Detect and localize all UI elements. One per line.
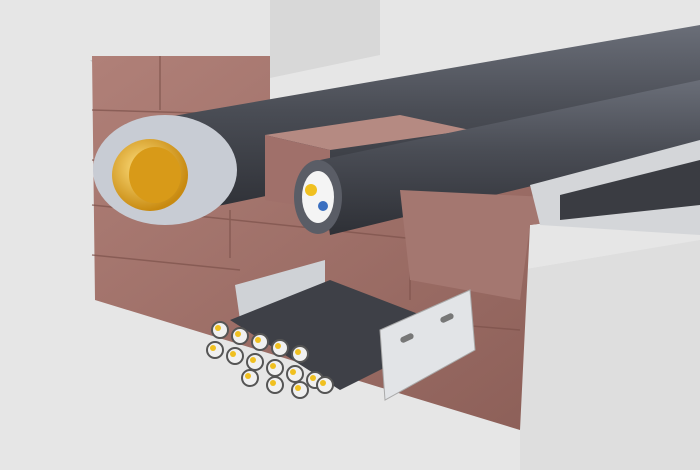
- tray-slot: [440, 313, 454, 323]
- cable-ends: [206, 321, 334, 399]
- back-tray-cables: [560, 160, 700, 220]
- upper-wall-block: [270, 0, 380, 78]
- brick-block-top: [265, 115, 470, 150]
- lower-wall-right: [520, 240, 700, 470]
- medium-pipe-inner-blue: [318, 201, 328, 211]
- front-tray-cables: [230, 280, 460, 390]
- medium-pipe-core: [302, 171, 334, 223]
- medium-pipe-inner-yellow: [305, 184, 317, 196]
- large-pipe-bore: [129, 147, 181, 203]
- tray-slot: [400, 333, 414, 343]
